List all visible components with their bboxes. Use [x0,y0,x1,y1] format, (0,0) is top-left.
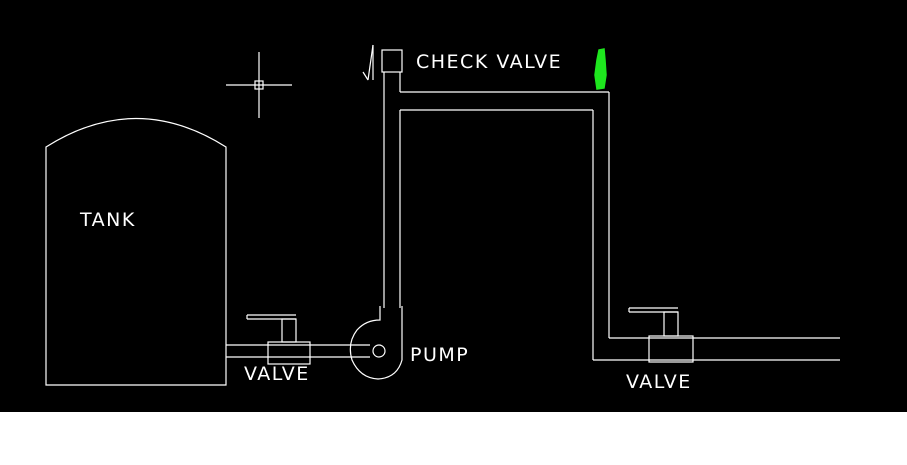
pump[interactable] [349,306,404,380]
valve-right-label: VALVE [626,371,692,393]
tank[interactable] [45,118,227,386]
pipe-overhead[interactable] [400,91,610,360]
pump-label: PUMP [410,344,469,366]
pipe-tank-to-pump[interactable] [226,344,370,358]
check-valve[interactable] [372,45,403,80]
valve-left[interactable] [246,314,311,365]
check-valve-label: CHECK VALVE [416,51,562,73]
green-highlight-mark [594,48,607,90]
pipe-outlet[interactable] [593,337,840,361]
valve-left-label: VALVE [244,363,310,385]
pipe-pump-riser[interactable] [383,72,401,308]
down-arrow-icon [362,44,374,81]
crosshair-cursor-icon [226,52,292,118]
tank-label: TANK [79,209,136,231]
valve-right[interactable] [628,307,694,363]
drawing-canvas[interactable] [0,0,907,412]
